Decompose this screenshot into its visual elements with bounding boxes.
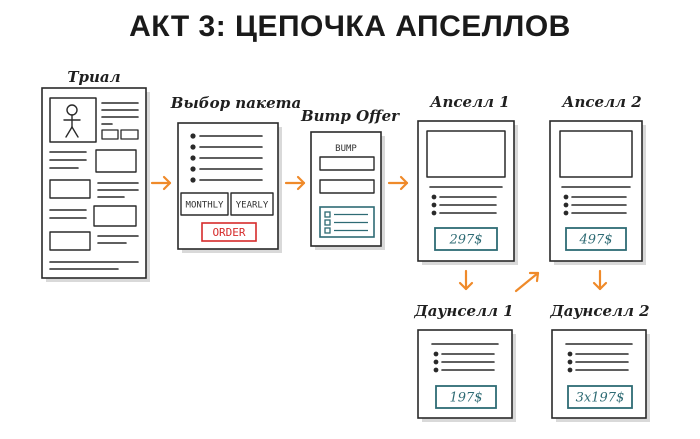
upsell-1-image bbox=[426, 130, 506, 178]
upsell-2-price: 497$ bbox=[578, 233, 612, 248]
bump-offer-page: Bump Offer BUMP bbox=[300, 107, 400, 250]
arrow-upsell-2-to-downsell-2 bbox=[592, 269, 608, 291]
downsell-2-page: Даунселл 2 3x197$ bbox=[549, 302, 650, 422]
upsell-1-price-button[interactable] bbox=[434, 227, 498, 251]
downsell-1-price: 197$ bbox=[449, 391, 482, 406]
bump-input-1[interactable] bbox=[319, 156, 375, 171]
page-title: АКТ 3: ЦЕПОЧКА АПСЕЛЛОВ bbox=[129, 10, 571, 43]
upsell-2-price-button[interactable] bbox=[565, 227, 627, 251]
arrow-trial-to-package bbox=[150, 175, 172, 191]
order-button-label: ORDER bbox=[212, 226, 245, 239]
upsell-2-page: Апселл 2 497$ bbox=[549, 93, 646, 265]
downsell-1-label: Даунселл 1 bbox=[413, 302, 513, 320]
monthly-option-label: MONTHLY bbox=[186, 201, 225, 211]
monthly-option[interactable] bbox=[180, 192, 229, 216]
package-page: Выбор пакета MONTHLY YEARLY ORDER bbox=[170, 94, 301, 253]
package-label: Выбор пакета bbox=[170, 94, 301, 112]
downsell-1-price-button[interactable] bbox=[435, 385, 497, 409]
bump-checkbox-2[interactable] bbox=[324, 219, 331, 226]
bump-input-2[interactable] bbox=[319, 179, 375, 194]
arrow-bump-to-upsell-1 bbox=[387, 175, 409, 191]
trial-label: Триал bbox=[67, 68, 120, 86]
bump-checkbox-1[interactable] bbox=[324, 211, 331, 218]
downsell-2-price-button[interactable] bbox=[567, 385, 633, 409]
stick-figure-icon bbox=[63, 104, 81, 138]
order-button[interactable] bbox=[201, 222, 257, 242]
trial-page: Триал bbox=[41, 68, 150, 282]
downsell-1-page: Даунселл 1 197$ bbox=[413, 302, 516, 422]
arrow-package-to-bump bbox=[284, 175, 306, 191]
downsell-2-price: 3x197$ bbox=[576, 391, 625, 406]
arrow-upsell-1-to-downsell-1 bbox=[458, 269, 474, 291]
bump-tag: BUMP bbox=[335, 144, 357, 154]
yearly-option-label: YEARLY bbox=[236, 201, 269, 211]
bump-checkbox-3[interactable] bbox=[324, 227, 331, 234]
bump-checkbox-group bbox=[319, 206, 375, 238]
hero-image bbox=[49, 97, 97, 143]
yearly-option[interactable] bbox=[230, 192, 274, 216]
arrow-downsell-1-to-upsell-2 bbox=[514, 271, 540, 293]
downsell-2-label: Даунселл 2 bbox=[549, 302, 649, 320]
upsell-1-price: 297$ bbox=[448, 233, 482, 248]
bump-offer-label: Bump Offer bbox=[300, 107, 400, 125]
upsell-2-image bbox=[559, 130, 633, 178]
upsell-2-label: Апселл 2 bbox=[561, 93, 641, 111]
upsell-1-page: Апселл 1 297$ bbox=[417, 93, 518, 265]
upsell-1-label: Апселл 1 bbox=[429, 93, 509, 111]
